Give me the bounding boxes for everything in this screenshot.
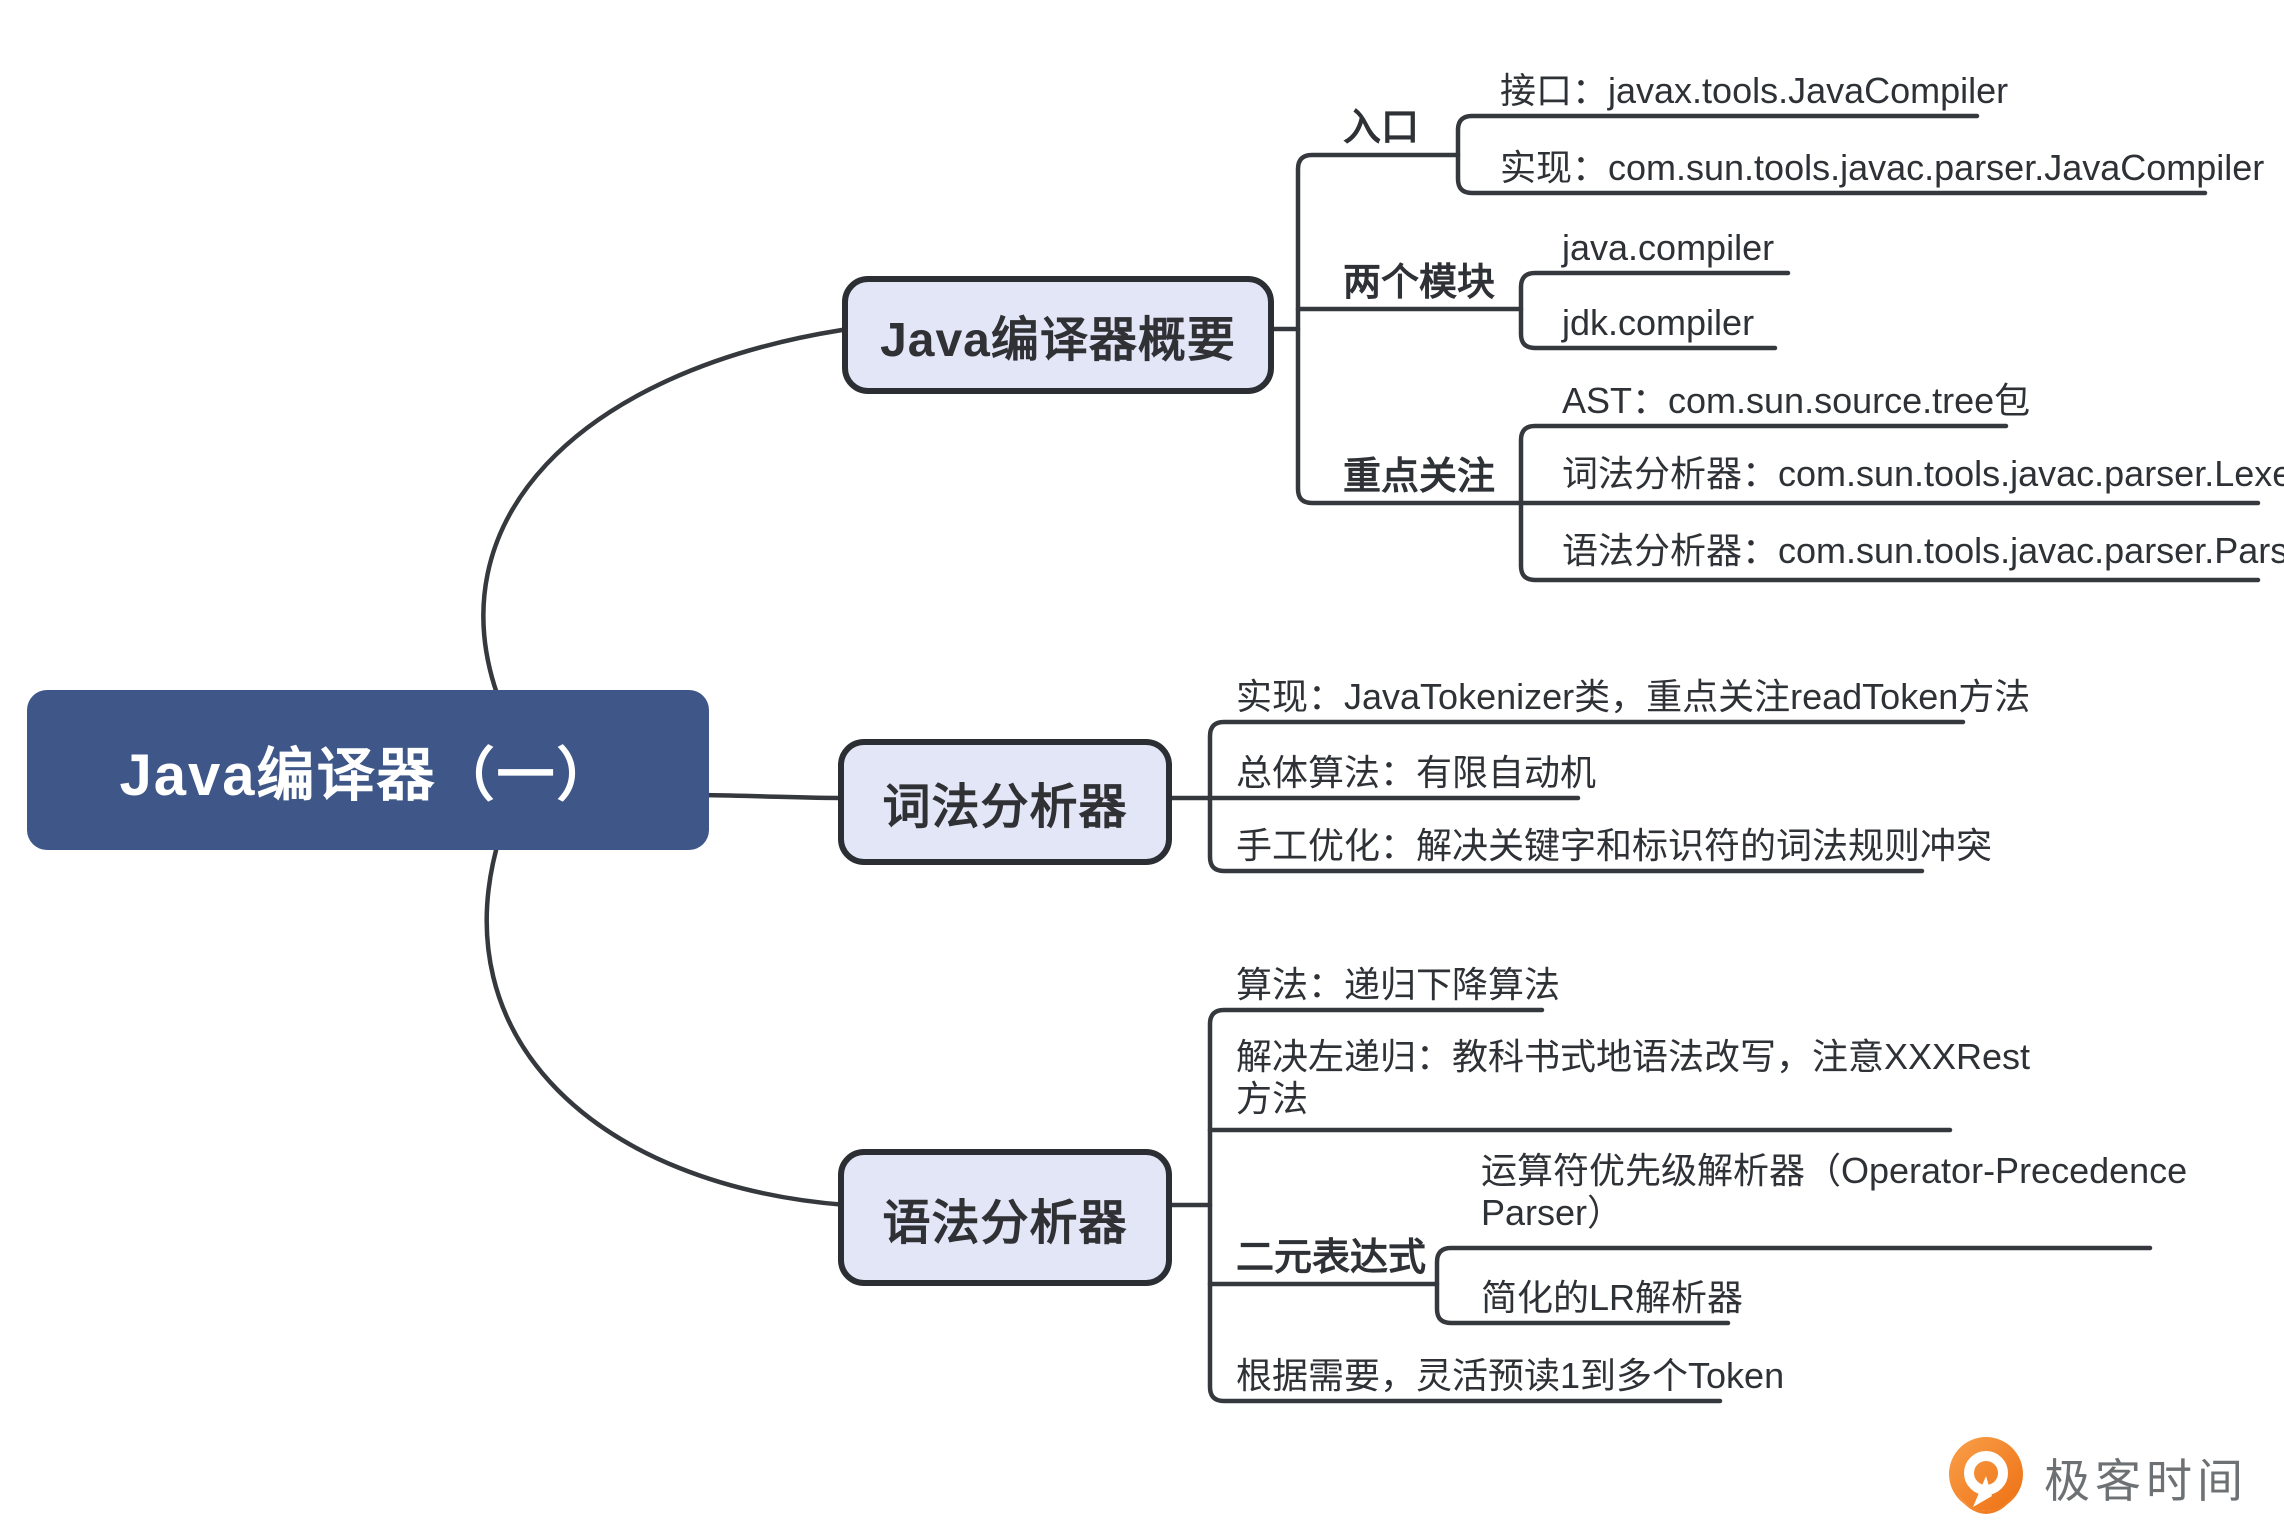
leaf-simplified-lr-parser: 简化的LR解析器 — [1481, 1277, 1744, 1318]
leaf-jdk-compiler-module: jdk.compiler — [1562, 302, 1755, 343]
curve-root-to-overview — [481, 327, 845, 705]
overview-group-spine — [1295, 152, 2261, 506]
leaf-lexer-implementation: 实现：JavaTokenizer类，重点关注readToken方法 — [1236, 676, 2031, 717]
label-entry: 入口 — [1343, 107, 1420, 149]
leaf-java-compiler-module: java.compiler — [1562, 227, 1775, 268]
parser-children-bracket — [1207, 1007, 1723, 1404]
leaf-token-lookahead: 根据需要，灵活预读1到多个Token — [1236, 1355, 1785, 1396]
geektime-logo-icon — [1949, 1437, 2023, 1514]
branch-lexer: 词法分析器 — [838, 739, 1172, 865]
leaf-entry-interface: 接口：javax.tools.JavaCompiler — [1500, 70, 2009, 111]
label-key-focus: 重点关注 — [1343, 456, 1496, 498]
focus-children-bracket — [1518, 423, 2261, 583]
leaf-entry-implementation: 实现：com.sun.tools.javac.parser.JavaCompil… — [1500, 147, 2265, 188]
modules-children-bracket — [1518, 270, 1791, 351]
leaf-operator-precedence-parser: 运算符优先级解析器（Operator-Precedence Parser） — [1481, 1150, 2188, 1233]
leaf-lexer-algorithm: 总体算法：有限自动机 — [1236, 752, 1597, 793]
leaf-lexer-class: 词法分析器：com.sun.tools.javac.parser.Lexer — [1562, 453, 2284, 494]
geektime-watermark: 极客时间 — [1942, 1434, 2248, 1522]
leaf-lexer-manual-optimization: 手工优化：解决关键字和标识符的词法规则冲突 — [1236, 825, 1993, 866]
binary-children-bracket — [1434, 1245, 2153, 1326]
branch-parser: 语法分析器 — [838, 1149, 1172, 1286]
leaf-parser-algorithm: 算法：递归下降算法 — [1236, 964, 1561, 1005]
geektime-logo-text: 极客时间 — [2044, 1455, 2248, 1507]
label-two-modules: 两个模块 — [1343, 262, 1496, 304]
leaf-parser-class: 语法分析器：com.sun.tools.javac.parser.Parser — [1562, 530, 2284, 571]
branch-overview: Java编译器概要 — [842, 276, 1274, 394]
curve-root-to-lexer — [697, 792, 849, 801]
entry-children-bracket — [1455, 113, 2208, 196]
leaf-ast-package: AST：com.sun.source.tree包 — [1562, 380, 2031, 421]
leaf-left-recursion: 解决左递归：教科书式地语法改写，注意XXXRest方法 — [1236, 1036, 2031, 1119]
root-topic: Java编译器（一） — [27, 690, 709, 850]
lexer-children-bracket — [1207, 719, 1966, 874]
label-binary-expression: 二元表达式 — [1236, 1237, 1427, 1279]
curve-root-to-parser — [484, 833, 849, 1208]
